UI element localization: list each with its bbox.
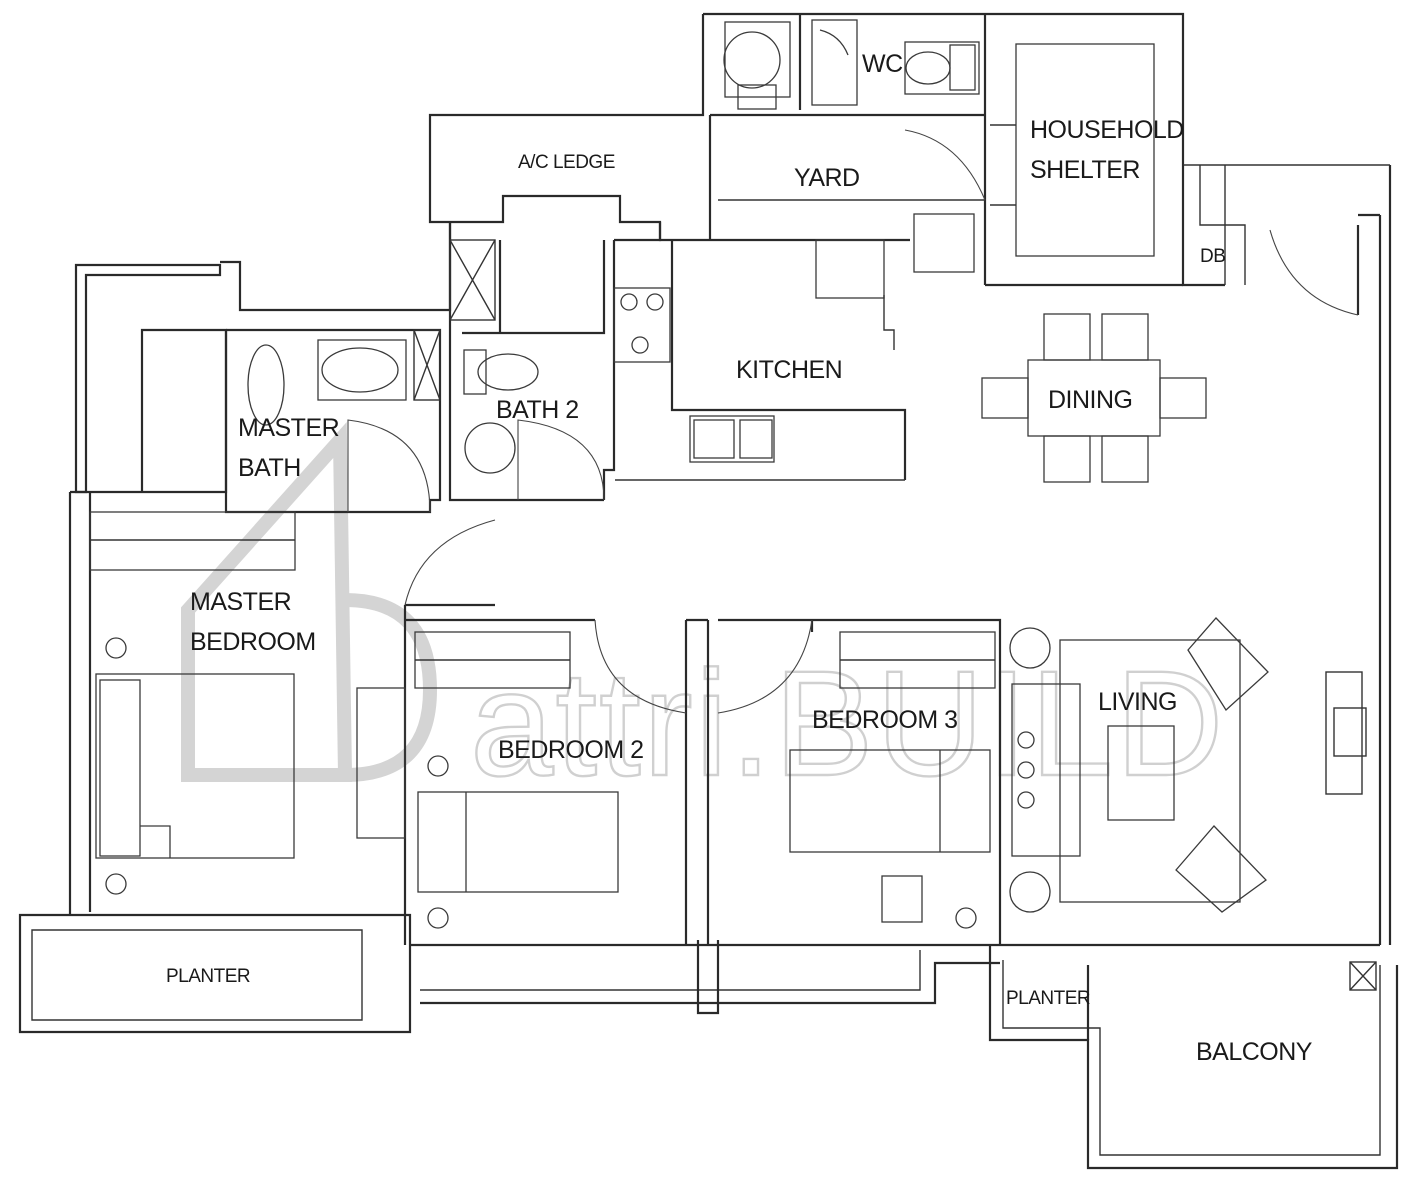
label-kitchen: KITCHEN bbox=[736, 356, 842, 384]
fixtures bbox=[89, 19, 1269, 929]
label-household: HOUSEHOLD bbox=[1030, 116, 1184, 144]
label-master-bedroom-1: MASTER bbox=[190, 588, 291, 616]
label-dining: DINING bbox=[1048, 386, 1133, 414]
label-ac-ledge: A/C LEDGE bbox=[518, 152, 615, 173]
watermark-logo bbox=[181, 421, 438, 782]
label-planter-left: PLANTER bbox=[166, 966, 250, 987]
label-bath-2: BATH 2 bbox=[496, 396, 579, 424]
label-db: DB bbox=[1200, 246, 1225, 267]
label-yard: YARD bbox=[794, 164, 860, 192]
label-wc: WC bbox=[862, 50, 903, 78]
label-master-bedroom-2: BEDROOM bbox=[190, 628, 316, 656]
label-bedroom-3: BEDROOM 3 bbox=[812, 706, 958, 734]
label-bedroom-2: BEDROOM 2 bbox=[498, 736, 644, 764]
label-planter-right: PLANTER bbox=[1006, 988, 1090, 1009]
label-living: LIVING bbox=[1098, 688, 1177, 716]
doors bbox=[347, 129, 1359, 714]
label-master-bath-2: BATH bbox=[238, 454, 301, 482]
watermark-text: attri.BUILD bbox=[470, 639, 1226, 807]
label-shelter: SHELTER bbox=[1030, 156, 1140, 184]
label-master-bath-1: MASTER bbox=[238, 414, 339, 442]
label-balcony: BALCONY bbox=[1196, 1038, 1313, 1066]
